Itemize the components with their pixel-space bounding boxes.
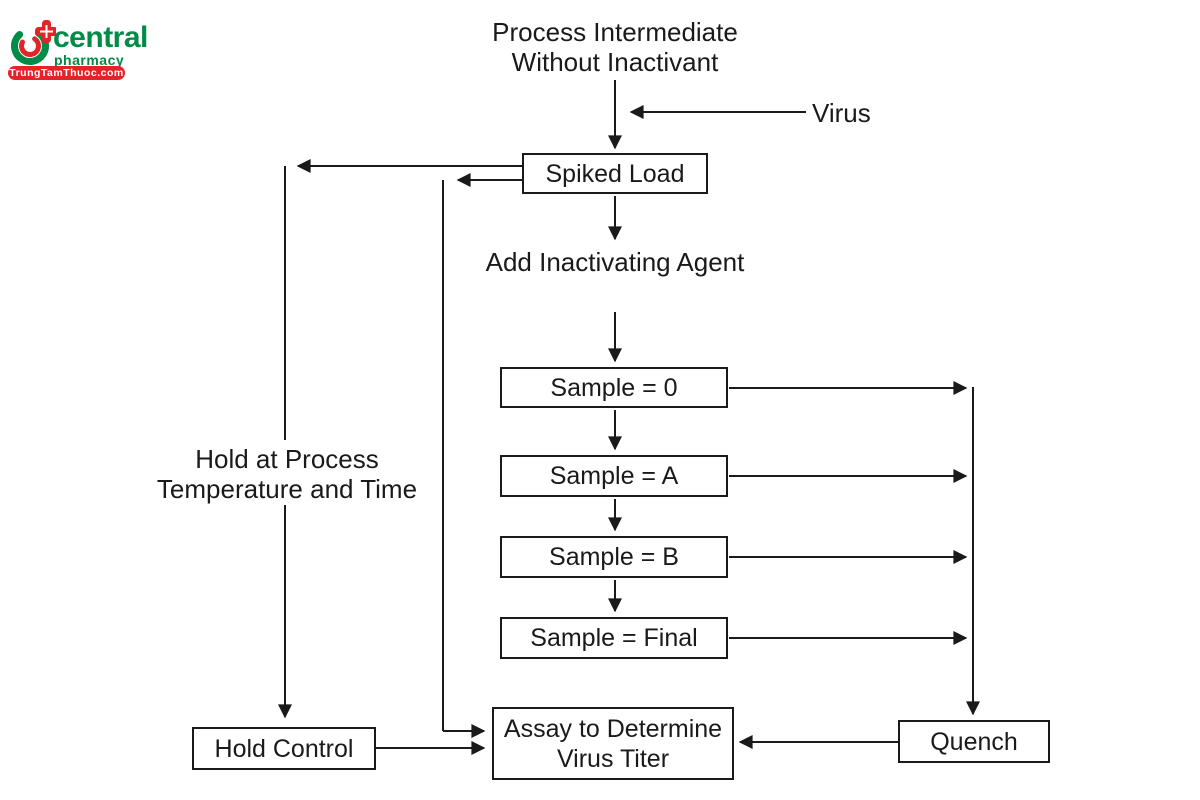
assay-line2: Virus Titer <box>556 744 670 773</box>
sample-final-box: Sample = Final <box>500 617 728 659</box>
hold-control-box: Hold Control <box>192 727 376 770</box>
hold-at-process-line2: Temperature and Time <box>156 474 418 504</box>
sample-a-box: Sample = A <box>500 455 728 497</box>
logo-badge: TrungTamThuoc.com <box>8 66 125 80</box>
spiked-load-box: Spiked Load <box>522 153 708 194</box>
add-inactivating-agent-label: Add Inactivating Agent <box>485 247 745 277</box>
process-intermediate-line1: Process Intermediate <box>492 17 738 47</box>
central-pharmacy-logo-icon <box>11 20 56 65</box>
sample-b-box: Sample = B <box>500 536 728 578</box>
sample-0-box: Sample = 0 <box>500 367 728 408</box>
process-intermediate-line2: Without Inactivant <box>511 47 719 77</box>
virus-label: Virus <box>812 98 871 128</box>
process-intermediate-label: Process Intermediate Without Inactivant <box>465 17 765 77</box>
quench-box: Quench <box>898 720 1050 763</box>
hold-at-process-label: Hold at Process Temperature and Time <box>137 444 437 504</box>
assay-line1: Assay to Determine <box>503 714 723 743</box>
hold-at-process-line1: Hold at Process <box>195 444 379 474</box>
logo-tagline-text: pharmacy <box>54 52 125 68</box>
assay-box: Assay to Determine Virus Titer <box>492 707 734 780</box>
logo-brand-text: central <box>53 21 148 54</box>
